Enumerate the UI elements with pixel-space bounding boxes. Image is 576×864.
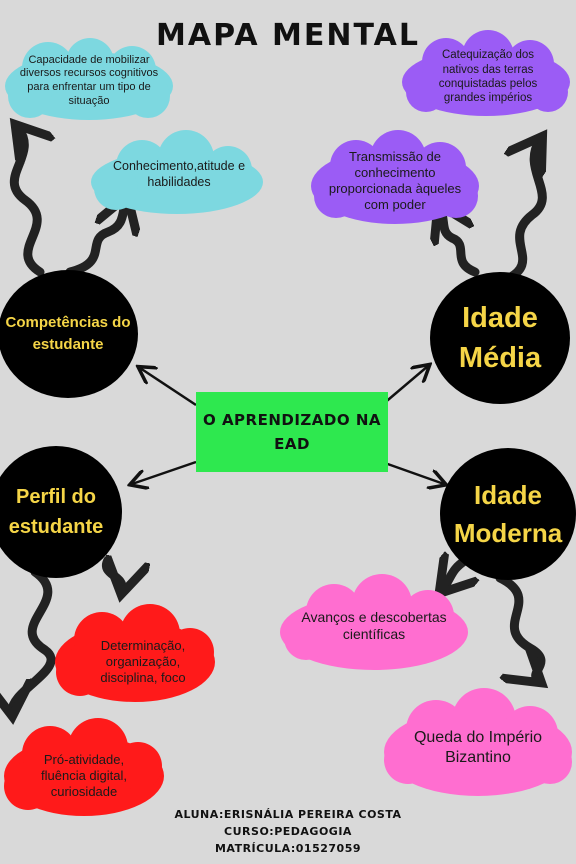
wavy-arrow-proatividade <box>12 567 56 712</box>
footer-curso: CURSO:PEDAGOGIA <box>224 825 352 838</box>
wavy-arrow-conhecimento <box>65 200 126 277</box>
wavy-arrow-queda <box>495 573 541 680</box>
node-idade-moderna-line2: Moderna <box>453 518 563 548</box>
footer-aluna: ALUNA:ERISNÁLIA PEREIRA COSTA <box>174 808 402 821</box>
node-idade-media: Idade Média <box>430 272 570 404</box>
node-competencias-line1: Competências do <box>5 314 131 331</box>
arrow-to-idade-media <box>381 366 428 406</box>
cloud-shape <box>91 130 263 214</box>
footer-matricula: MATRÍCULA:01527059 <box>214 842 362 855</box>
cloud-queda-text: Queda do Império Bizantino <box>413 729 543 766</box>
cloud-transmissao-text: Transmissão de conhecimento proporcionad… <box>328 148 462 213</box>
cloud-shape <box>311 130 479 224</box>
node-idade-moderna: Idade Moderna <box>440 448 576 580</box>
arrow-to-competencias <box>140 368 197 407</box>
wavy-arrow-catequizacao <box>500 140 542 285</box>
cloud-conhecimento: Conhecimento,atitude e habilidades <box>86 128 268 220</box>
node-perfil: Perfil do estudante <box>0 446 122 578</box>
cloud-determinacao: Determinação, organização, disciplina, f… <box>50 604 220 708</box>
footer-credits: ALUNA:ERISNÁLIA PEREIRA COSTA CURSO:PEDA… <box>0 806 576 857</box>
cloud-capacidade-text: Capacidade de mobilizar diversos recurso… <box>19 53 159 107</box>
arrow-to-perfil <box>132 460 197 484</box>
cloud-proatividade: Pró-atividade, fluência digital, curiosi… <box>0 718 168 822</box>
cloud-determinacao-text: Determinação, organização, disciplina, f… <box>100 637 186 686</box>
cloud-proatividade-text: Pró-atividade, fluência digital, curiosi… <box>41 751 127 800</box>
wavy-arrow-capacidade <box>14 128 40 277</box>
node-idade-moderna-line1: Idade <box>474 480 542 510</box>
node-idade-media-line1: Idade <box>462 302 538 334</box>
wavy-arrow-transmissao <box>440 208 480 277</box>
page-title: MAPA MENTAL <box>156 18 420 53</box>
node-competencias-line2: estudante <box>32 336 104 353</box>
cloud-shape <box>384 688 572 796</box>
cloud-avancos-text: Avanços e descobertas científicas <box>301 608 447 643</box>
node-competencias: Competências do estudante <box>0 270 138 398</box>
cloud-catequizacao: Catequização dos nativos das terras conq… <box>398 30 574 122</box>
cloud-shape <box>402 30 570 116</box>
node-perfil-line1: Perfil do <box>15 486 96 508</box>
cloud-catequizacao-text: Catequização dos nativos das terras conq… <box>438 49 538 105</box>
arrow-to-idade-moderna <box>381 460 444 484</box>
cloud-shape <box>5 38 173 120</box>
node-perfil-line2: estudante <box>8 516 104 538</box>
cloud-conhecimento-text: Conhecimento,atitude e habilidades <box>112 159 246 189</box>
cloud-avancos: Avanços e descobertas científicas <box>276 574 472 674</box>
wavy-arrow-determinacao <box>106 560 122 590</box>
cloud-shape <box>280 574 468 670</box>
cloud-transmissao: Transmissão de conhecimento proporcionad… <box>306 130 484 230</box>
node-idade-media-line2: Média <box>458 342 542 374</box>
cloud-shape <box>55 604 215 702</box>
center-topic: O APRENDIZADO NA EAD <box>196 392 388 472</box>
cloud-queda: Queda do Império Bizantino <box>380 686 576 806</box>
cloud-shape <box>4 718 164 816</box>
center-topic-line2: EAD <box>274 435 310 453</box>
cloud-capacidade: Capacidade de mobilizar diversos recurso… <box>0 38 178 124</box>
center-topic-line1: O APRENDIZADO NA <box>202 411 382 429</box>
